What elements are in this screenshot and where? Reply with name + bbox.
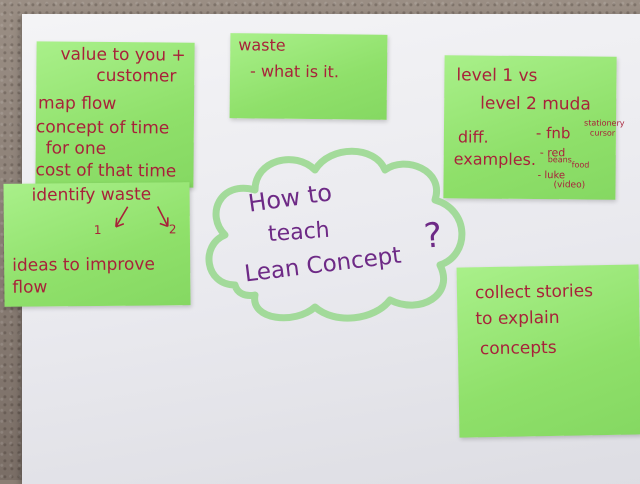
note-line: for one <box>45 138 107 159</box>
note-line: ideas to improve <box>12 254 155 276</box>
cloud-question-mark: ? <box>422 215 444 257</box>
sticky-note-value-customer: value to you + customer map flow concept… <box>35 41 195 188</box>
note-line: 2 <box>168 222 177 237</box>
sticky-note-collect-stories: collect stories to explain concepts <box>456 264 640 438</box>
note-line: food <box>571 160 590 170</box>
arrow-icon <box>115 206 169 228</box>
note-line: 1 <box>93 222 102 238</box>
sticky-note-identify-waste: identify waste 1 2 ideas to improve flow <box>3 182 191 307</box>
note-line: identify waste <box>31 184 152 206</box>
cloud-line-teach: teach <box>267 217 331 248</box>
note-line: - what is it. <box>249 61 340 82</box>
note-line: to explain <box>475 307 560 330</box>
note-line: level 2 muda <box>480 93 591 115</box>
note-line: (video) <box>553 180 586 191</box>
note-line: collect stories <box>474 281 594 304</box>
note-line: level 1 vs <box>456 65 538 87</box>
note-line: stationery <box>584 118 625 128</box>
note-line: map flow <box>38 93 117 115</box>
note-line: concepts <box>479 337 557 360</box>
sticky-note-what-is-waste: waste - what is it. <box>229 33 388 120</box>
note-line: - fnb <box>535 124 571 143</box>
cloud-drawing <box>205 147 466 322</box>
note-line: beans <box>547 155 572 165</box>
note-line: value to you + <box>60 44 186 66</box>
note-line: flow <box>12 277 48 298</box>
note-line: cost of that time <box>35 160 177 182</box>
note-line: cursor <box>589 128 616 138</box>
note-line: customer <box>96 65 177 87</box>
note-line: waste <box>238 35 286 55</box>
note-line: concept of time <box>35 117 170 139</box>
